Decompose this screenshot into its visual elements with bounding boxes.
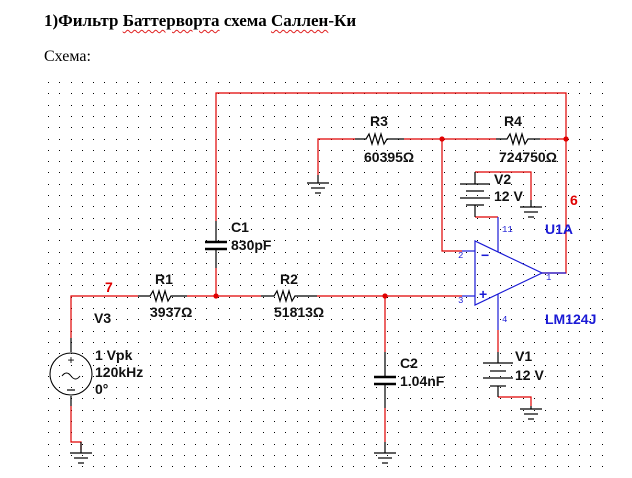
v2-ref-label: V2 (494, 171, 511, 187)
battery-v2[interactable] (460, 172, 490, 217)
title-word-misspelled: Саллен (270, 11, 329, 30)
title-text: -Ки (328, 11, 357, 30)
v3-ref-label: V3 (94, 310, 111, 326)
pin-label: 2 (458, 251, 463, 261)
c1-ref-label: C1 (231, 219, 249, 235)
junction-dot (439, 136, 445, 142)
section-label: Схема: (44, 48, 91, 65)
plus-sign-icon: + (67, 353, 74, 367)
ac-source-v3[interactable]: + (49, 338, 93, 406)
wire-v3-ground (70, 406, 82, 450)
sine-wave-icon (61, 372, 81, 380)
opamp-u1a[interactable]: − + 2 3 1 11 4 (458, 217, 566, 330)
junction-dot (382, 293, 388, 299)
r4-ref-label: R4 (504, 113, 522, 129)
r3-ref-label: R3 (370, 113, 388, 129)
v3-amplitude-label: 1 Vpk (95, 347, 133, 363)
wire-inv-input (441, 139, 462, 252)
ground-icon (307, 175, 329, 194)
c2-ref-label: C2 (400, 355, 418, 371)
r4-value-label: 724750Ω (499, 149, 557, 165)
resistor-r3[interactable] (355, 131, 404, 147)
ground-icon (374, 442, 396, 464)
v1-ref-label: V1 (515, 348, 532, 364)
pin-label: 11 (502, 225, 513, 235)
junction-dot (213, 293, 219, 299)
junction-dot (563, 136, 569, 142)
ground-icon (520, 200, 542, 218)
r1-ref-label: R1 (155, 271, 173, 287)
wire-input (70, 295, 138, 338)
resistor-r4[interactable] (496, 131, 540, 147)
capacitor-c2[interactable] (374, 352, 396, 408)
c2-value-label: 1.04nF (400, 373, 445, 389)
wire-v2-top (475, 171, 532, 200)
r3-value-label: 60395Ω (364, 149, 414, 165)
opamp-ref-label: U1A (545, 221, 573, 237)
resistor-r1[interactable] (138, 288, 187, 304)
title-text: схема (219, 11, 271, 30)
ground-icon (520, 406, 542, 420)
pin-label: 3 (458, 296, 463, 306)
wire-v1-bottom (498, 396, 532, 406)
c1-value-label: 830pF (231, 237, 272, 253)
net-label-input: 7 (105, 279, 113, 295)
wire-r3-ground (317, 138, 355, 175)
r2-value-label: 51813Ω (274, 304, 324, 320)
v1-value-label: 12 V (515, 367, 544, 383)
pin-label: 4 (502, 315, 507, 325)
title-text: 1)Фильтр (44, 11, 123, 30)
resistor-r2[interactable] (261, 288, 317, 304)
inverting-sign-icon: − (481, 247, 489, 263)
net-label-output: 6 (570, 192, 578, 208)
ground-icon (70, 442, 92, 464)
noninverting-sign-icon: + (479, 286, 487, 302)
v3-phase-label: 0° (95, 381, 108, 397)
r2-ref-label: R2 (280, 271, 298, 287)
v2-value-label: 12 V (494, 188, 523, 204)
opamp-part-label: LM124J (545, 311, 596, 327)
pin-label: 1 (546, 273, 551, 283)
r1-value-label: 3937Ω (150, 304, 192, 320)
title-word-misspelled: Баттерворта (122, 11, 220, 30)
battery-v1[interactable] (483, 352, 513, 397)
document-title: 1)Фильтр Баттерворта схема Саллен-Ки (44, 11, 356, 31)
capacitor-c1[interactable] (205, 221, 227, 268)
v3-frequency-label: 120kHz (95, 364, 143, 380)
